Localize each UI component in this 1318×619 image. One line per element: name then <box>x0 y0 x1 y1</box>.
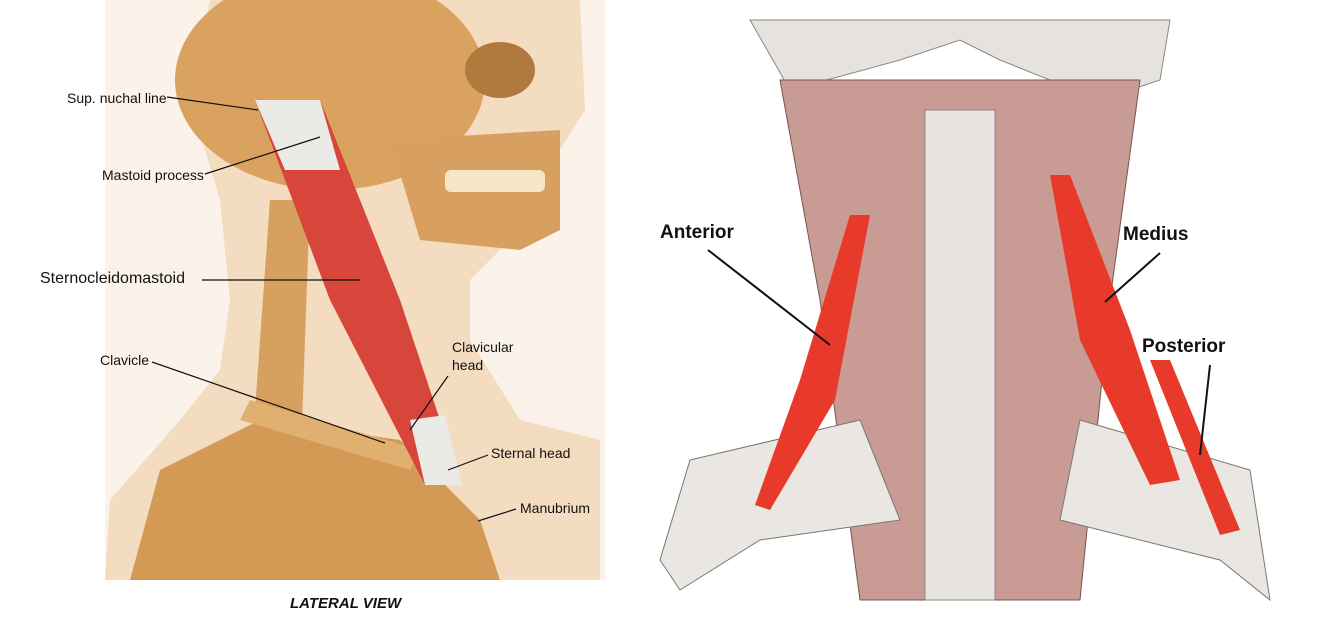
vertebral-column <box>924 109 996 601</box>
lateral-leader-lines <box>151 96 517 522</box>
scalenus-anterior <box>755 215 870 510</box>
label-mastoid-process: Mastoid process <box>102 167 204 183</box>
sternocleidomastoid-muscle <box>255 100 460 485</box>
caption-lateral-view: LATERAL VIEW <box>290 595 402 612</box>
label-clavicular-head-line1: Clavicular <box>452 339 514 355</box>
first-rib-right <box>1059 419 1271 602</box>
first-rib-left <box>659 419 901 591</box>
anterior-neck-illustration <box>659 19 1271 602</box>
label-posterior: Posterior <box>1142 336 1226 357</box>
label-clavicular-head-line2: head <box>452 357 484 373</box>
label-sup-nuchal-line: Sup. nuchal line <box>67 90 167 106</box>
label-sternal-head: Sternal head <box>491 445 571 461</box>
label-clavicle: Clavicle <box>100 352 150 368</box>
label-anterior: Anterior <box>660 222 734 243</box>
anterior-leader-lines <box>707 249 1211 456</box>
label-sternocleidomastoid: Sternocleidomastoid <box>40 270 185 287</box>
lateral-neck-illustration <box>105 0 605 580</box>
scalenus-medius <box>1050 175 1180 485</box>
label-manubrium: Manubrium <box>520 500 591 516</box>
clavicle-bone <box>240 400 420 470</box>
teeth <box>445 170 545 192</box>
label-medius: Medius <box>1123 224 1189 245</box>
scalenus-posterior <box>1150 360 1240 535</box>
